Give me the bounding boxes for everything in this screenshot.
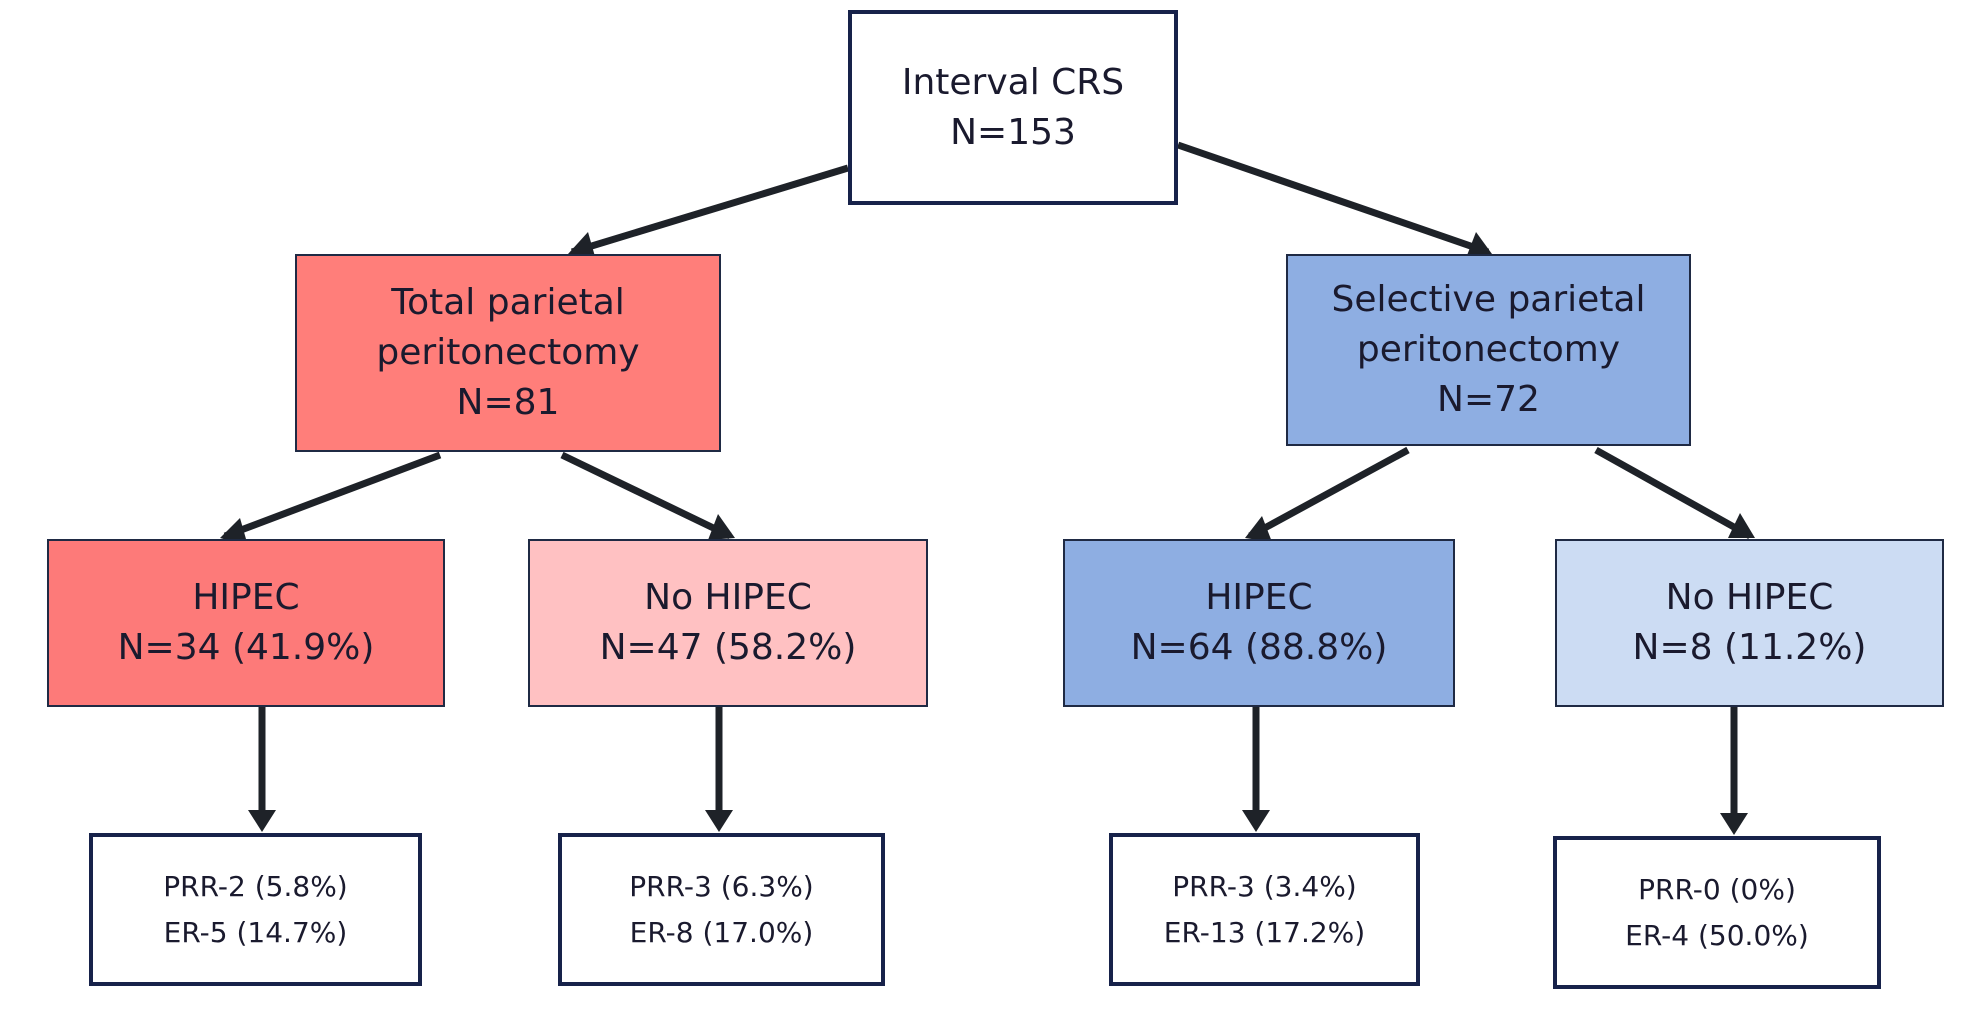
node-total-hipec: HIPEC N=34 (41.9%) <box>47 539 445 707</box>
arrow-selective-to-hipec <box>1248 446 1410 540</box>
outcome-total-hipec: PRR-2 (5.8%) ER-5 (14.7%) <box>89 833 422 986</box>
root-count: N=153 <box>950 111 1076 153</box>
outcome-total-no-hipec: PRR-3 (6.3%) ER-8 (17.0%) <box>558 833 885 986</box>
outcome-selective-hipec-er: ER-13 (17.2%) <box>1163 915 1366 949</box>
root-node-interval-crs: Interval CRS N=153 <box>848 10 1178 205</box>
selective-no-hipec-label: No HIPEC <box>1665 577 1834 618</box>
arrowhead-selective-nohipec-outcome <box>1720 813 1748 835</box>
outcome-selective-hipec-prr: PRR-3 (3.4%) <box>1172 869 1357 903</box>
total-hipec-count: N=34 (41.9%) <box>117 627 375 668</box>
selective-no-hipec-count: N=8 (11.2%) <box>1632 627 1867 668</box>
arrow-total-to-nohipec <box>560 451 732 540</box>
selective-hipec-label: HIPEC <box>1205 577 1313 618</box>
selective-parietal-title-line2: peritonectomy <box>1356 329 1621 370</box>
arrowhead-total-nohipec <box>708 514 735 540</box>
arrowhead-total <box>568 232 596 260</box>
total-no-hipec-label: No HIPEC <box>644 577 812 618</box>
outcome-total-no-hipec-prr: PRR-3 (6.3%) <box>629 869 814 903</box>
root-title: Interval CRS <box>901 61 1125 103</box>
node-total-parietal-peritonectomy: Total parietal peritonectomy N=81 <box>295 254 721 452</box>
total-parietal-title-line1: Total parietal <box>391 282 625 323</box>
arrowhead-selective <box>1466 232 1492 258</box>
outcome-selective-no-hipec-prr: PRR-0 (0%) <box>1638 872 1796 906</box>
arrow-selective-to-nohipec <box>1594 446 1752 540</box>
arrow-total-to-hipec <box>223 451 442 540</box>
selective-parietal-title-line1: Selective parietal <box>1331 279 1646 320</box>
outcome-total-hipec-er: ER-5 (14.7%) <box>163 915 348 949</box>
total-hipec-label: HIPEC <box>192 577 300 618</box>
outcome-selective-no-hipec-er: ER-4 (50.0%) <box>1625 918 1809 952</box>
node-total-no-hipec: No HIPEC N=47 (58.2%) <box>528 539 928 707</box>
arrowhead-total-nohipec-outcome <box>705 810 733 832</box>
selective-hipec-count: N=64 (88.8%) <box>1130 627 1388 668</box>
node-selective-no-hipec: No HIPEC N=8 (11.2%) <box>1555 539 1944 707</box>
arrow-root-to-selective <box>1176 141 1490 256</box>
outcome-selective-hipec: PRR-3 (3.4%) ER-13 (17.2%) <box>1109 833 1420 986</box>
node-selective-parietal-peritonectomy: Selective parietal peritonectomy N=72 <box>1286 254 1691 446</box>
arrowhead-selective-hipec <box>1245 516 1272 542</box>
outcome-selective-no-hipec: PRR-0 (0%) ER-4 (50.0%) <box>1553 836 1881 989</box>
outcome-total-hipec-prr: PRR-2 (5.8%) <box>163 869 348 903</box>
arrowhead-total-hipec-outcome <box>248 810 276 832</box>
arrowhead-selective-nohipec <box>1728 513 1755 538</box>
selective-parietal-count: N=72 <box>1437 379 1540 420</box>
arrowhead-selective-hipec-outcome <box>1242 810 1270 832</box>
total-parietal-title-line2: peritonectomy <box>376 332 640 373</box>
outcome-total-no-hipec-er: ER-8 (17.0%) <box>629 915 814 949</box>
total-parietal-count: N=81 <box>456 382 560 423</box>
arrow-root-to-total <box>570 164 850 256</box>
total-no-hipec-count: N=47 (58.2%) <box>599 627 857 668</box>
node-selective-hipec: HIPEC N=64 (88.8%) <box>1063 539 1455 707</box>
